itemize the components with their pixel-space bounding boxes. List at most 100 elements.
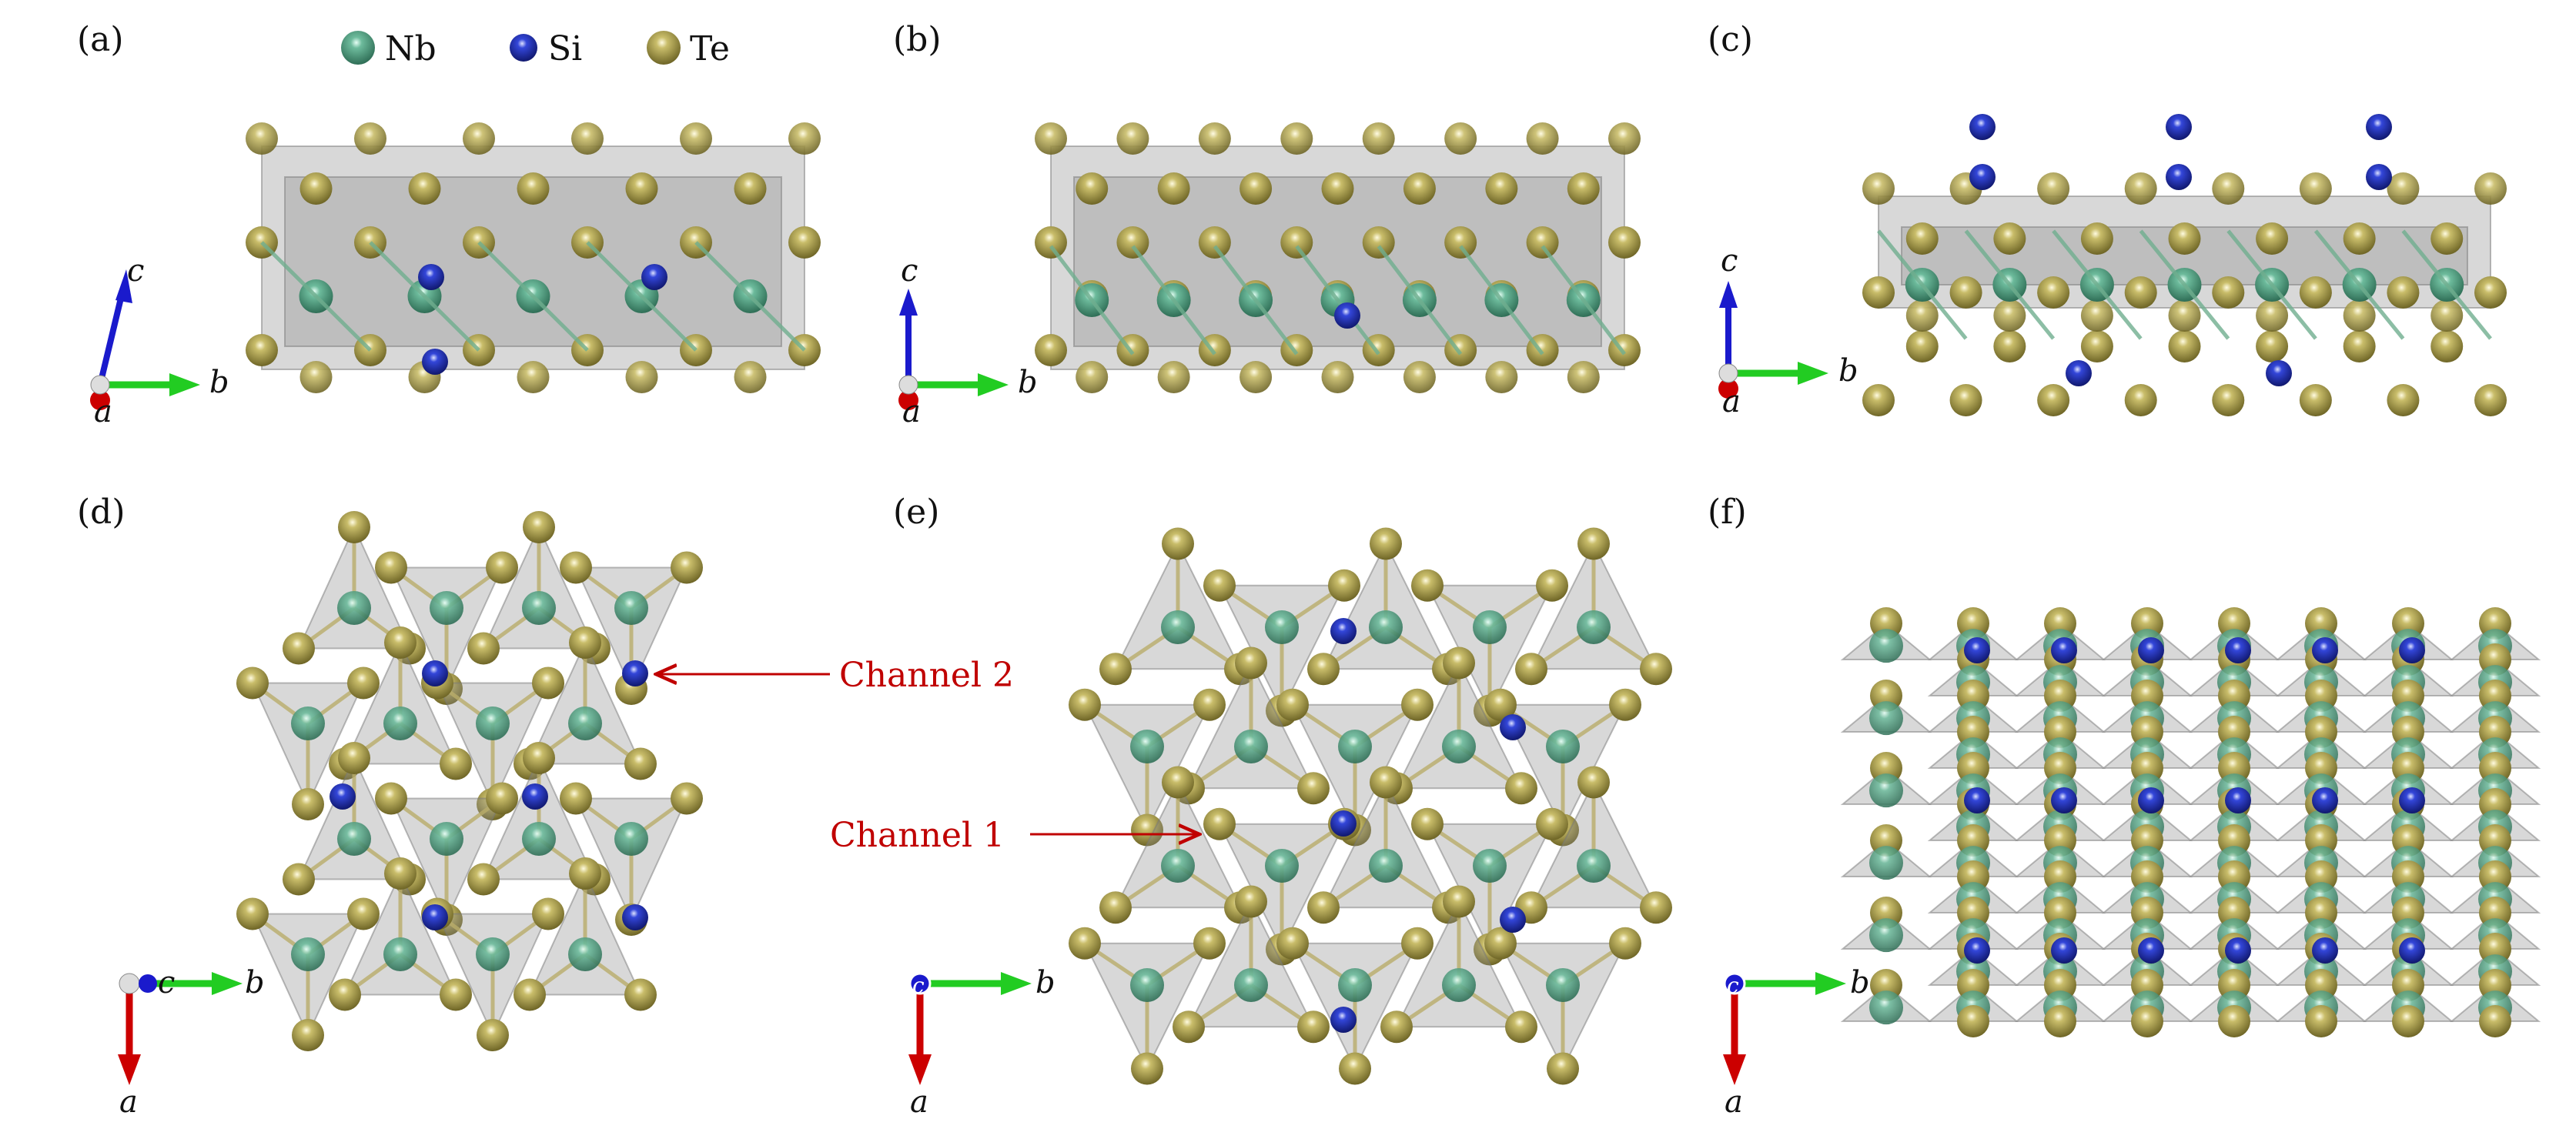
te-atom: [246, 334, 278, 366]
te-atom: [1526, 122, 1559, 155]
bond: [1090, 299, 1135, 356]
te-atom: [1162, 766, 1194, 799]
te-atom: [571, 122, 604, 155]
nb-atom: [1577, 610, 1611, 644]
si-atom: [2266, 360, 2292, 386]
si-atom: [641, 264, 667, 290]
si-atom: [1500, 907, 1526, 933]
bond: [2401, 229, 2449, 286]
axis-label-a: a: [1725, 1084, 1743, 1120]
nb-atom: [1161, 849, 1195, 883]
axis-label-a: a: [910, 1084, 928, 1120]
bond: [1459, 245, 1504, 302]
si-atom: [2225, 637, 2251, 663]
si-atom: [2366, 114, 2392, 140]
te-atom: [1276, 927, 1309, 960]
bond: [2313, 229, 2361, 286]
panel-label-f: (f): [1708, 493, 1747, 532]
bond: [1964, 229, 2012, 286]
axis-label-b: b: [245, 965, 265, 1000]
axis-triads: c b a c b a c b a c b a: [90, 243, 1870, 1120]
te-atom: [1608, 122, 1641, 155]
te-atom: [2124, 276, 2157, 309]
channel-2-annotation: Channel 2: [656, 656, 1014, 695]
te-atom: [292, 1019, 324, 1051]
te-atom: [2037, 172, 2070, 205]
axis-label-b: b: [1838, 353, 1858, 389]
te-atom: [2168, 330, 2201, 362]
axis-label-c: c: [127, 253, 144, 289]
nb-atom: [291, 937, 325, 971]
te-atom: [292, 788, 324, 820]
te-atom: [2256, 330, 2289, 362]
te-atom: [2392, 1005, 2424, 1037]
bond: [2008, 283, 2056, 340]
si-atom: [2066, 360, 2092, 386]
panel-label-c: (c): [1708, 20, 1753, 59]
si-atom: [2399, 937, 2425, 964]
axis-label-a: a: [902, 394, 921, 429]
te-atom: [2387, 172, 2420, 205]
te-atom: [283, 863, 315, 896]
te-atom: [299, 361, 333, 393]
bond: [1877, 229, 1924, 286]
te-atom: [1949, 384, 1982, 416]
te-atom: [1862, 172, 1895, 205]
si-atom: [1964, 937, 1990, 964]
te-atom: [1198, 226, 1231, 259]
channel-2-label: Channel 2: [839, 656, 1014, 695]
te-atom: [2387, 384, 2420, 416]
nb-atom: [1130, 968, 1164, 1002]
te-atom: [560, 782, 592, 815]
nb-atom: [568, 937, 602, 971]
te-atom: [2343, 299, 2376, 332]
te-atom: [1239, 172, 1273, 205]
nb-atom: [291, 706, 325, 740]
te-atom: [1443, 885, 1475, 918]
te-atom: [1203, 807, 1236, 840]
channel-1-label: Channel 1: [830, 816, 1005, 855]
te-atom: [1069, 927, 1101, 960]
te-atom: [440, 747, 472, 780]
te-atom: [671, 782, 703, 815]
te-atom: [1905, 299, 1939, 332]
legend-nb-label: Nb: [385, 29, 437, 68]
bond: [531, 295, 589, 352]
axis-label-a: a: [119, 1084, 138, 1120]
te-atom: [2430, 222, 2464, 255]
nb-atom: [1369, 610, 1403, 644]
te-atom: [1035, 334, 1067, 366]
te-atom: [1362, 122, 1395, 155]
te-atom: [2343, 222, 2376, 255]
bond: [748, 295, 806, 352]
si-atom: [1330, 810, 1357, 837]
nb-atom: [1338, 730, 1372, 763]
te-atom: [532, 666, 564, 700]
te-atom: [1339, 1052, 1371, 1085]
nb-atom: [383, 937, 417, 971]
te-atom: [1547, 1052, 1579, 1085]
te-atom: [569, 857, 601, 890]
axis-label-b: b: [1850, 965, 1870, 1000]
te-atom: [569, 626, 601, 659]
te-atom: [246, 122, 278, 155]
te-atom: [1608, 226, 1641, 259]
te-atom: [1577, 527, 1610, 560]
si-atom: [330, 783, 356, 810]
si-atom: [622, 904, 648, 930]
axis-label-a: a: [1722, 384, 1741, 419]
nb-atom: [383, 706, 417, 740]
te-atom: [1076, 172, 1109, 205]
nb-atom: [430, 591, 463, 625]
te-atom: [2212, 172, 2245, 205]
si-atom: [2051, 937, 2077, 964]
axis-label-a: a: [94, 394, 112, 429]
te-atom: [283, 632, 315, 665]
te-atom: [1198, 122, 1231, 155]
te-atom: [1411, 807, 1444, 840]
axis-triad-b: c b a: [898, 253, 1038, 429]
bond: [1541, 245, 1585, 302]
si-atom: [2312, 937, 2338, 964]
te-atom: [1307, 891, 1340, 924]
axis-label-c: c: [1727, 973, 1739, 998]
